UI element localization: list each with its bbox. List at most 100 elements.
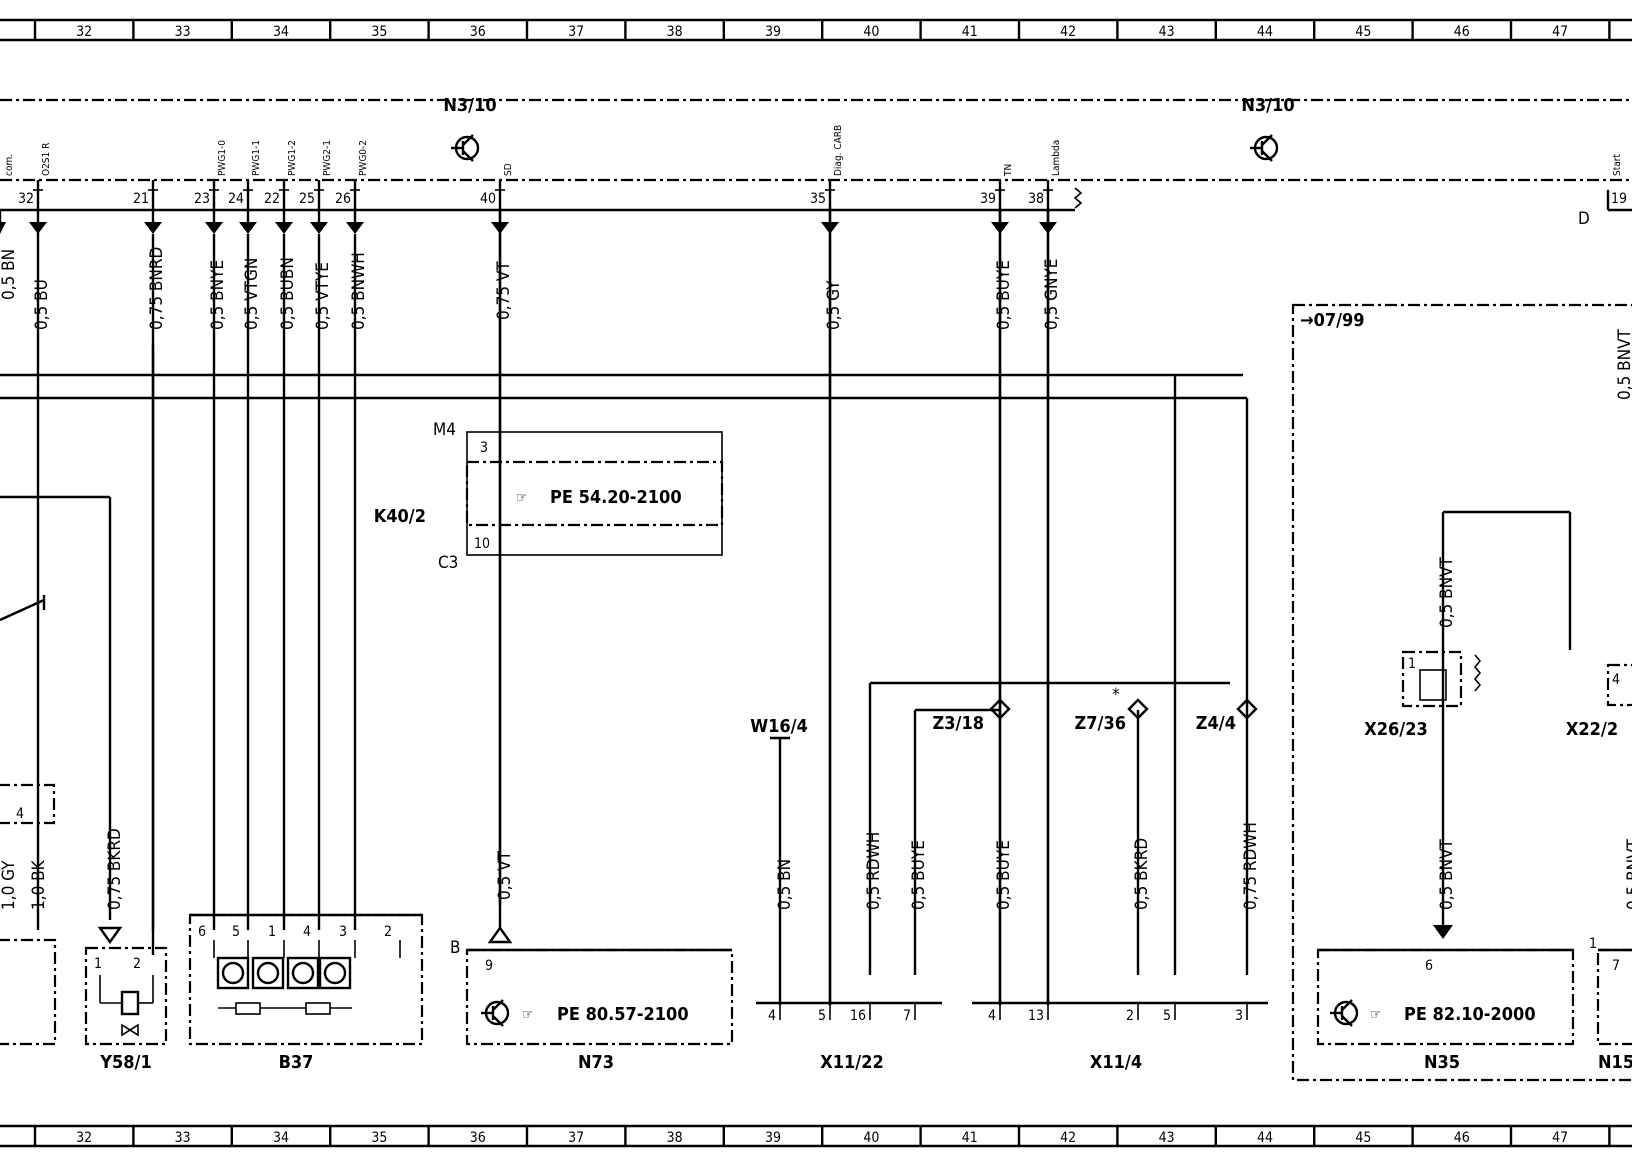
wire-arrow-icon [205,222,223,234]
grid-column-label: 41 [962,24,978,40]
connector-pin: 210,75 BNRD [133,180,167,930]
wire-arrow-icon [29,222,47,234]
wire-label-n73: 0,5 VT [495,850,515,900]
grid-column-label: 41 [962,1130,978,1146]
grid-column-label: 40 [863,24,879,40]
wire-arrow-icon [275,222,293,234]
wire-label: 0,5 BNVT [1624,838,1632,910]
splice-icon [1127,698,1149,720]
ecu-icon [451,134,480,162]
grid-column-label: 33 [175,24,191,40]
label-x11-4: X11/4 [1090,1052,1142,1073]
label-z7-36: Z7/36 [1075,713,1126,734]
pin-signal-label: PWG0-2 [358,140,369,176]
wire-label: 0,5 BUYE [994,260,1014,330]
wire-label: 0,5 BNYE [208,260,228,330]
ecu-icon [481,999,510,1027]
left-edge-wiring: 0,5 BN 4 1,0 GY 1,0 BK [0,210,1247,1046]
component-y58-1: 0,75 BKRD 1 2 Y58/1 [84,345,168,1073]
k40-pin-bottom: 10 [474,536,490,552]
connector-d-pin: 19 [1611,191,1627,207]
x11-4-pin: 5 [1163,1008,1171,1024]
wire-label: 0,5 BNWH [349,252,369,330]
wire-arrow-icon [144,222,162,234]
grid-column-label: 42 [1060,1130,1076,1146]
wire-label: 0,5 GNYE [1042,259,1062,330]
pin-number: 40 [480,191,496,207]
x11-4-pin: 2 [1126,1008,1134,1024]
grid-column-label: 46 [1454,24,1470,40]
k40-reference: PE 54.20-2100 [550,487,682,508]
wire-label-y58: 0,75 BKRD [105,828,125,910]
x11-22-pin: 4 [768,1008,776,1024]
grid-column-label: 35 [371,24,387,40]
grid-column-label: 36 [470,24,486,40]
label-k40-2: K40/2 [374,506,426,527]
wire-label: 0,5 BUYE [909,840,929,910]
b37-pin: 6 [198,924,206,940]
pin-signal-label: PWG1-2 [287,140,298,176]
grid-column-label: 39 [765,1130,781,1146]
unit-label-left: N3/10 [443,95,496,116]
pin-signal-label: PWG1-0 [217,140,228,176]
pin-number: 39 [980,191,996,207]
wire-label: 0,5 GY [824,280,844,330]
pin-number: 23 [194,191,210,207]
grid-column-label: 40 [863,1130,879,1146]
grid-column-label: 38 [667,24,683,40]
ecu-icon [1250,134,1279,162]
variant-area-07-99: →07/99 1 X26/23 4 X22/2 6 ☞ PE 82.10-200… [1291,303,1632,1082]
splice-icon [1236,698,1258,720]
pin-number: 38 [1028,191,1044,207]
grid-column-label: 34 [273,24,289,40]
b37-pin: 4 [303,924,311,940]
b37-pin: 3 [339,924,347,940]
label-z3-18: Z3/18 [933,713,984,734]
label-z4-4: Z4/4 [1196,713,1236,734]
n15-pin-7: 7 [1612,958,1620,974]
connector-d-label: D [1578,209,1590,229]
wire-label-left-bn: 0,5 BN [0,249,19,300]
x26-pin: 1 [1408,656,1416,672]
grid-column-label: 43 [1159,1130,1175,1146]
y58-pin-1: 1 [94,956,102,972]
grid-column-label: 38 [667,1130,683,1146]
sensor-icon [216,956,352,1015]
n35-pin: 6 [1425,958,1433,974]
pin-signal-label: PWG2-1 [322,140,333,176]
component-n73: 0,5 VT B 9 ☞ PE 80.57-2100 N73 [450,850,734,1073]
wire-label: 0,5 BKRD [1132,838,1152,910]
grid-column-label: 47 [1552,24,1568,40]
wire-label: 0,5 BNVT [1615,328,1632,400]
control-unit-n3-10: N3/10 N3/10 D 19 Start com. [0,95,1632,229]
left-pin-4: 4 [16,806,24,822]
wire-label: 0,5 BU [32,279,52,330]
grid-column-label: 34 [273,1130,289,1146]
ecu-icon [1330,999,1359,1027]
wire-label: 0,75 BNRD [147,247,167,330]
pin-number: 32 [18,191,34,207]
grid-column-label: 44 [1257,1130,1273,1146]
label-n35: N35 [1424,1052,1460,1073]
grid-column-label: 32 [76,1130,92,1146]
wire-label: 0,75 RDWH [1241,822,1261,910]
n73-pin: 9 [485,958,493,974]
x11-4-pin: 13 [1028,1008,1044,1024]
label-y58-1: Y58/1 [99,1052,151,1073]
k40-conn-bottom: C3 [438,553,458,573]
wire-label: 0,5 VTGN [242,258,262,330]
grid-column-label: 33 [175,1130,191,1146]
grid-column-label: 45 [1355,24,1371,40]
pin-number: 26 [335,191,351,207]
wire-label: 0,5 RDWH [864,832,884,910]
label-x11-22: X11/22 [820,1052,883,1073]
grid-column-label: 36 [470,1130,486,1146]
connector-pin: 26 PWG0-2 0,5 BNWH [335,140,369,930]
wire-label: 0,5 BNVT [1437,556,1457,628]
